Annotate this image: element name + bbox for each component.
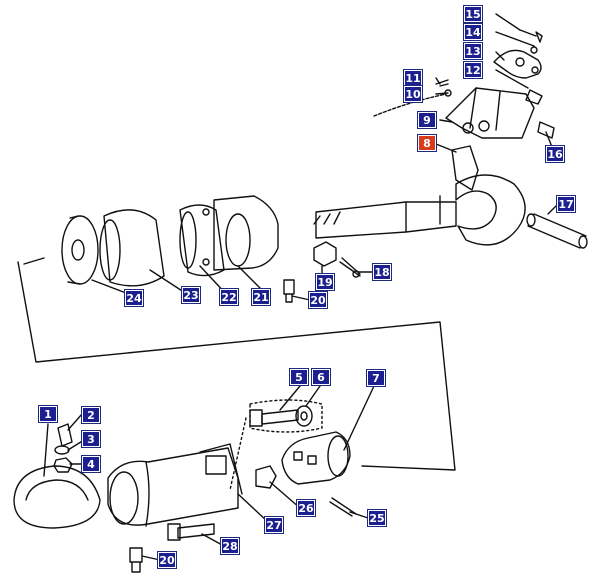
bolt-5 [261,409,299,425]
callout-13[interactable]: 13 [463,42,483,60]
callout-16[interactable]: 16 [545,145,565,163]
drawbar-shaft [315,201,457,239]
callout-11[interactable]: 11 [403,69,423,87]
callout-5[interactable]: 5 [289,368,309,386]
hook-plate-8 [451,145,479,191]
callout-9[interactable]: 9 [417,111,437,129]
disc-24 [61,215,99,285]
chain-10 [373,93,447,117]
callout-20-top[interactable]: 20 [308,291,328,309]
callout-2[interactable]: 2 [81,406,101,424]
callout-15[interactable]: 15 [463,5,483,23]
flange-22 [179,204,225,277]
callout-8[interactable]: 8 [417,134,437,152]
callout-4[interactable]: 4 [81,455,101,473]
nut-4 [53,457,73,473]
callout-14[interactable]: 14 [463,23,483,41]
callout-27[interactable]: 27 [264,516,284,534]
callout-25[interactable]: 25 [367,509,387,527]
callout-18[interactable]: 18 [372,263,392,281]
plate-26 [255,465,277,489]
cotter-18 [339,257,361,277]
callout-12[interactable]: 12 [463,61,483,79]
callout-22[interactable]: 22 [219,288,239,306]
washer-3 [54,445,70,455]
callout-1[interactable]: 1 [38,405,58,423]
washer-6 [295,405,313,427]
callout-28[interactable]: 28 [220,537,240,555]
callout-7[interactable]: 7 [366,369,386,387]
callout-21[interactable]: 21 [251,288,271,306]
pin-25 [329,497,357,517]
pin-11 [435,79,449,87]
bolt-2 [57,423,73,447]
washer-14 [530,46,538,54]
flange-21 [213,195,279,271]
callout-26[interactable]: 26 [296,499,316,517]
screw-15 [519,29,543,43]
left-tip [23,257,45,265]
hook [455,174,526,246]
nipple-20-bottom [129,547,143,573]
callout-23[interactable]: 23 [181,286,201,304]
callout-10[interactable]: 10 [403,85,423,103]
pin-17 [527,213,587,249]
housing-27 [107,447,239,526]
callout-6[interactable]: 6 [311,368,331,386]
callout-17[interactable]: 17 [556,195,576,213]
callout-19[interactable]: 19 [315,273,335,291]
bolt-16 [537,121,555,139]
nipple-20-top [283,279,295,303]
callout-20-bottom[interactable]: 20 [157,551,177,569]
callout-24[interactable]: 24 [124,289,144,307]
assembly-guide-line [17,261,456,471]
nut-19 [313,241,337,267]
rubber-23 [103,209,165,287]
bolt-28 [177,523,215,539]
coupling-7 [281,431,351,485]
cap-1 [13,465,101,529]
latch-13 [493,49,542,79]
callout-3[interactable]: 3 [81,430,101,448]
bracket-9 [445,87,535,139]
